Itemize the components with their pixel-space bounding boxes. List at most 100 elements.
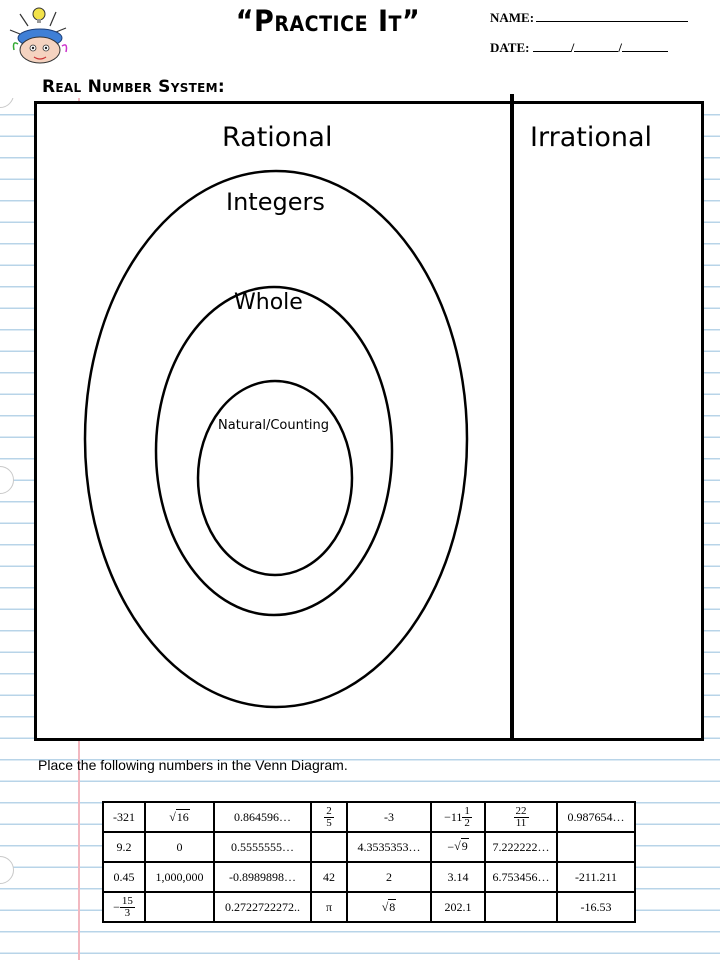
radical-sign-icon: √ [169,809,176,824]
number-cell: π [310,891,348,923]
natural-ellipse [196,379,354,577]
name-blank[interactable] [536,21,689,22]
instructions-text: Place the following numbers in the Venn … [38,757,348,773]
number-value: 202.1 [444,899,472,914]
number-value: -321 [113,809,135,824]
radical-sign-icon: √ [381,899,389,914]
number-cell: 0.2722722272.. [213,891,312,923]
number-cell [484,891,558,923]
name-field[interactable]: NAME: [490,10,689,26]
numerator: 15 [119,894,135,908]
number-cell: -321 [102,801,146,833]
date-separator: / [618,40,622,55]
number-cell: 4.3535353… [346,831,432,863]
number-value: -211.211 [574,869,618,884]
number-cell: 202.1 [430,891,486,923]
number-cell [310,831,348,863]
denominator: 3 [124,906,131,919]
date-field[interactable]: DATE: / / [490,40,668,56]
whole-label: Whole [234,290,303,315]
denominator: 2 [464,816,470,829]
number-value: π [325,899,333,914]
number-value: -16.53 [580,899,612,914]
number-cell: 6.753456… [484,861,558,893]
number-cell [144,891,215,923]
section-heading: Real Number System: [42,77,225,97]
number-cell: 1,000,000 [144,861,215,893]
minus-sign: − [447,839,455,854]
number-value: 9.2 [116,839,132,854]
number-cell: -16.53 [556,891,636,923]
number-value: 7.222222… [492,839,550,854]
number-value: 42 [323,869,335,884]
number-value: 3.14 [447,869,469,884]
number-value: 6.753456… [492,869,550,884]
number-value: -3 [384,809,394,824]
number-cell: 7.222222… [484,831,558,863]
number-cell: 0.5555555… [213,831,312,863]
name-label: NAME: [490,10,535,25]
number-value: 0 [176,839,183,854]
radicand: 9 [460,838,469,854]
number-value: 0.864596… [234,809,291,824]
number-value: -0.8989898… [229,869,296,884]
whole-ellipse [154,285,394,617]
date-year-blank[interactable] [621,51,668,52]
table-row: 0.45 1,000,000 -0.8989898… 42 2 3.14 6.753456…… [102,861,636,893]
irrational-label: Irrational [530,122,653,153]
number-cell: 0.45 [102,861,146,893]
number-cell: √16 [144,801,215,833]
date-separator: / [570,40,575,55]
worksheet-title: “Practice It” [235,4,421,39]
thinking-kid-logo-icon [9,7,68,64]
number-cell [556,831,636,863]
date-day-blank[interactable] [574,51,619,52]
venn-diagram [83,169,469,709]
number-cell: −√9 [430,831,486,863]
radicand: 16 [175,808,190,824]
integers-label: Integers [226,188,325,216]
number-cell: 0.987654… [556,801,636,833]
number-cell: 0 [144,831,215,863]
number-cell: -3 [346,801,432,833]
date-month-blank[interactable] [532,51,571,52]
number-cell: 2 [346,861,432,893]
number-cell: -211.211 [556,861,636,893]
rational-irrational-divider [510,94,514,741]
header-band [0,0,720,98]
denominator: 11 [515,816,527,829]
denominator: 5 [326,816,332,829]
integers-ellipse [83,169,469,709]
table-row: 9.2 0 0.5555555… 4.3535353… −√9 7.222222… [102,831,636,863]
whole-part: 11 [450,809,463,824]
rational-label: Rational [222,122,333,153]
number-cell: √8 [346,891,432,923]
minus-sign: − [113,899,120,914]
date-label: DATE: [490,40,530,55]
numerator: 1 [462,804,472,818]
radicand: 8 [388,898,397,914]
number-value: 4.3535353… [357,839,421,854]
number-value: 2 [386,869,392,884]
number-value: 0.987654… [567,809,625,824]
number-cell: 42 [310,861,348,893]
minus-sign: − [444,809,451,824]
number-value: 0.5555555… [231,839,294,854]
number-cell: -0.8989898… [213,861,312,893]
numerator: 22 [513,804,529,818]
natural-counting-label: Natural/Counting [218,418,330,433]
number-value: 0.45 [113,869,135,884]
number-value: 1,000,000 [155,869,204,884]
number-cell: 9.2 [102,831,146,863]
number-cell: 0.864596… [213,801,312,833]
